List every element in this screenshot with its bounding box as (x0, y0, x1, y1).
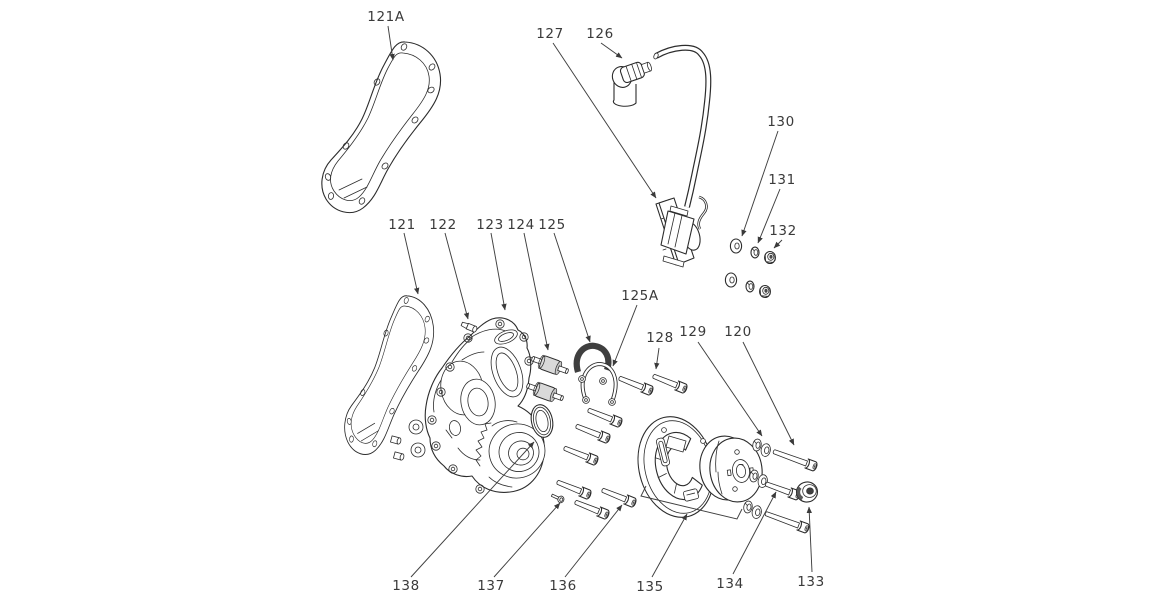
stator-assembly-135 (637, 416, 715, 518)
ignition-cable (653, 44, 712, 208)
part-label-132: 132 (769, 223, 797, 239)
part-labels: 121A 127 126 130 131 132 121 122 123 124… (367, 9, 824, 595)
part-label-121: 121 (388, 217, 416, 233)
part-label-136: 136 (549, 578, 577, 594)
part-label-135: 135 (636, 579, 664, 595)
leader-138 (410, 441, 535, 578)
rubber-band-125 (573, 342, 612, 373)
part-label-124: 124 (507, 217, 535, 233)
leader-134 (732, 491, 777, 575)
ignition-cover-123 (390, 317, 546, 494)
part-label-130: 130 (767, 114, 795, 130)
leader-125 (553, 232, 591, 343)
leader-129 (697, 341, 763, 437)
part-label-137: 137 (477, 578, 505, 594)
part-label-127: 127 (536, 26, 564, 42)
dowel-screw-122 (460, 321, 478, 333)
part-label-138: 138 (392, 578, 420, 594)
bolt-120 (771, 446, 819, 473)
washer-nut-row-1 (729, 238, 776, 265)
washer-pair-129c (741, 499, 764, 520)
leader-136 (564, 504, 623, 578)
bolt-128 (650, 370, 689, 395)
flywheel-rotor (699, 435, 763, 503)
part-label-128: 128 (646, 330, 674, 346)
bolt-136 (599, 484, 638, 509)
screw-137 (550, 493, 565, 504)
gasket-121a (321, 41, 442, 214)
leader-124 (523, 232, 550, 351)
oil-seal-138 (530, 404, 554, 438)
ignition-coil-127 (655, 195, 708, 268)
leader-137 (493, 502, 561, 578)
leader-130 (741, 130, 779, 237)
leader-123 (490, 232, 507, 311)
leader-128 (654, 347, 660, 370)
part-label-134: 134 (716, 576, 744, 592)
part-label-126: 126 (586, 26, 614, 42)
part-label-121A: 121A (367, 9, 405, 25)
rubber-damper-124b (524, 378, 566, 406)
leader-133 (806, 506, 813, 573)
leader-120 (742, 341, 795, 446)
part-label-123: 123 (476, 217, 504, 233)
part-label-120: 120 (724, 324, 752, 340)
part-label-125A: 125A (621, 288, 659, 304)
leader-lines (387, 25, 813, 578)
leader-126 (600, 42, 623, 59)
part-label-133: 133 (797, 574, 825, 590)
wire-holder-125a (578, 361, 618, 406)
leader-125A (612, 304, 638, 367)
part-label-131: 131 (768, 172, 796, 188)
leader-121A (387, 25, 395, 61)
leader-121 (403, 232, 420, 295)
spark-plug-cap-126 (611, 61, 652, 107)
leader-132 (773, 239, 783, 249)
assembly-bracket-135 (640, 485, 743, 520)
rubber-damper-124a (529, 351, 571, 379)
bolt-134 (763, 478, 802, 502)
leader-135 (651, 513, 688, 578)
washer-nut-row-2 (724, 272, 771, 299)
flange-nut-133 (795, 481, 819, 503)
part-label-129: 129 (679, 324, 707, 340)
part-label-122: 122 (429, 217, 457, 233)
leader-131 (757, 188, 781, 244)
leader-127 (552, 42, 657, 199)
leader-122 (444, 232, 470, 320)
part-label-125: 125 (538, 217, 566, 233)
